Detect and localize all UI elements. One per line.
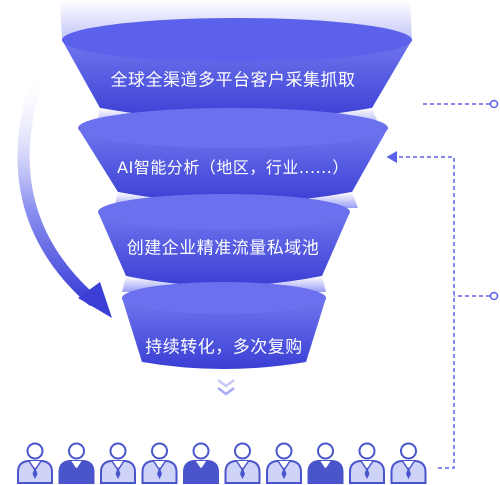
person-icon bbox=[307, 442, 344, 484]
stage-2-label: AI智能分析（地区，行业......） bbox=[117, 158, 349, 177]
stage-3-label: 创建企业精准流量私域池 bbox=[126, 238, 320, 259]
stage-1-label: 全球全渠道多平台客户采集抓取 bbox=[110, 70, 356, 91]
person-icon bbox=[141, 442, 178, 484]
person-icon bbox=[100, 442, 136, 484]
person-icon bbox=[224, 442, 261, 484]
person-icon bbox=[266, 442, 302, 484]
double-chevron-down-icon bbox=[217, 379, 235, 396]
person-icon bbox=[58, 442, 95, 484]
funnel-stage-4 bbox=[122, 282, 326, 369]
customer-row bbox=[17, 442, 427, 484]
funnel-stage-2 bbox=[78, 108, 388, 203]
dashed-connector-arrow-icon bbox=[386, 99, 499, 469]
person-icon bbox=[349, 442, 385, 484]
person-icon bbox=[183, 442, 219, 484]
funnel-stage-3 bbox=[98, 194, 350, 286]
person-icon bbox=[390, 442, 427, 484]
stage-4-label: 持续转化，多次复购 bbox=[145, 337, 303, 358]
funnel-stage-1 bbox=[62, 18, 412, 120]
curved-arrow-icon bbox=[17, 64, 112, 318]
person-icon bbox=[17, 442, 53, 484]
